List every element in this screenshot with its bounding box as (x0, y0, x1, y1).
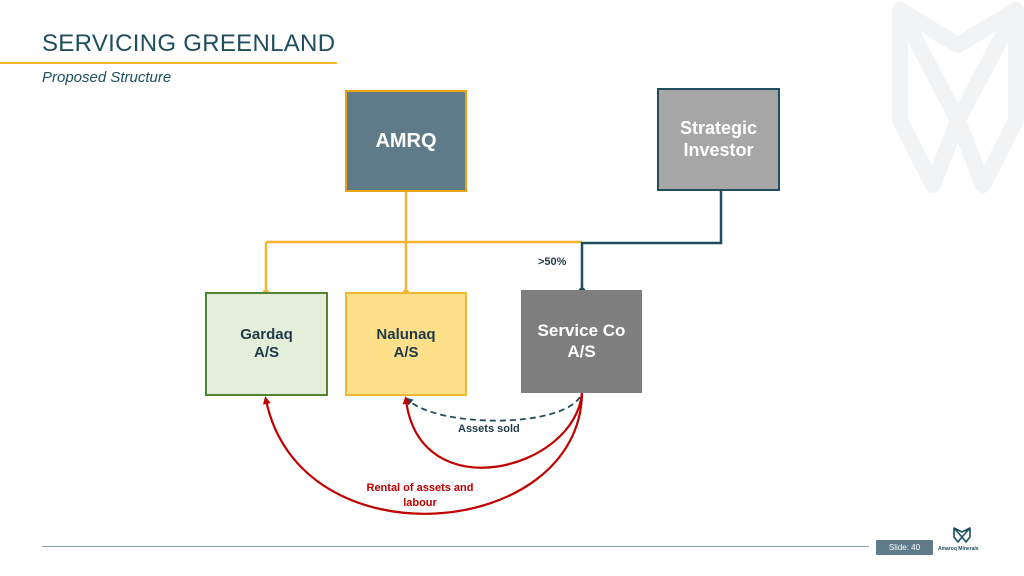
rental-label: Rental of assets and labour (366, 482, 474, 509)
assets-sold-arrow (404, 396, 581, 422)
strategic-investor-node: Strategic Investor (657, 88, 780, 191)
gardaq-node: Gardaq A/S (205, 292, 328, 396)
slide-title: SERVICING GREENLAND (42, 30, 336, 57)
service-co-node: Service Co A/S (521, 290, 642, 393)
company-logo-text: Amaroq Minerals (938, 546, 979, 552)
title-underline (0, 62, 337, 64)
slide-number-badge: Slide: 40 (876, 540, 933, 555)
rental-arrow-nalunaq (402, 392, 584, 469)
fox-watermark-icon (892, 2, 1024, 193)
assets-sold-label: Assets sold (458, 423, 520, 435)
amrq-ownership-lines (264, 192, 582, 292)
nalunaq-node: Nalunaq A/S (345, 292, 467, 396)
ownership-percent-label: >50% (538, 256, 567, 268)
investor-ownership-line (580, 191, 723, 290)
amrq-node: AMRQ (345, 90, 467, 192)
rental-arrow-gardaq (262, 392, 584, 515)
slide-subtitle: Proposed Structure (42, 69, 172, 86)
footer-rule (42, 546, 869, 547)
amaroq-logo-icon (953, 527, 971, 543)
